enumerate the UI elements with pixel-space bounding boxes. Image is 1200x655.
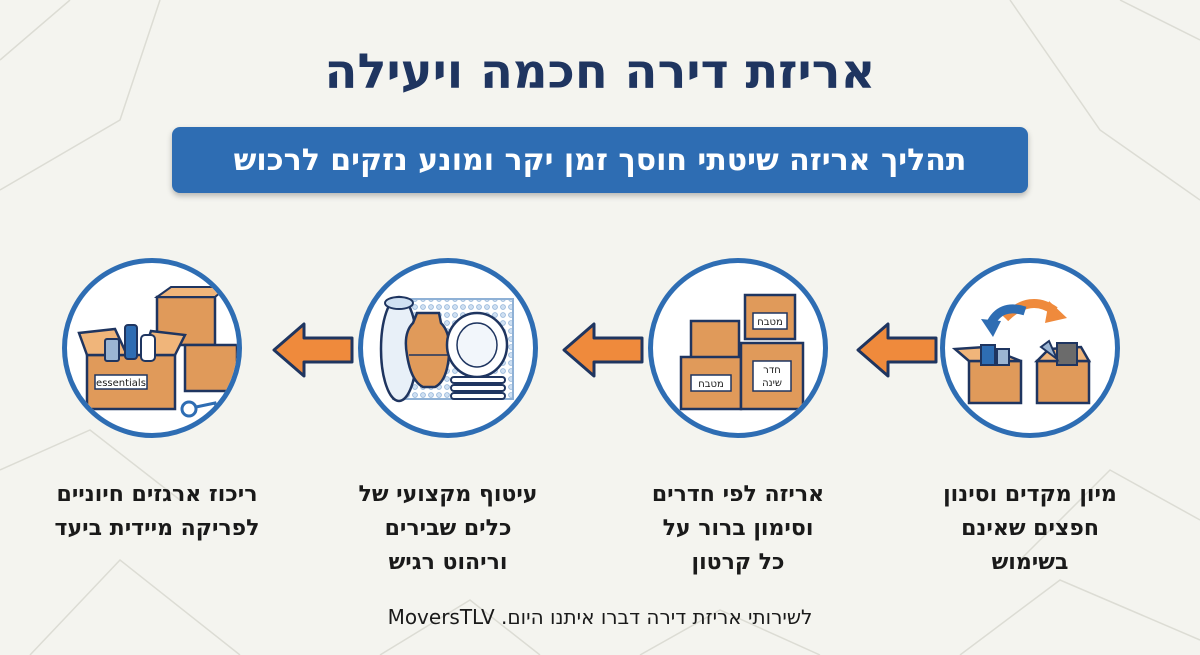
step-1-line-2: חפצים שאינם bbox=[961, 516, 1099, 541]
box-label-kitchen-top: מטבח bbox=[757, 317, 783, 328]
labeled-boxes-icon: מטבח מטבח חדר שינה bbox=[679, 293, 805, 411]
essentials-box-icon: essentials bbox=[77, 286, 237, 418]
step-3-circle bbox=[358, 258, 538, 438]
arrow-step-2-to-3 bbox=[562, 322, 644, 378]
arrow-step-3-to-4 bbox=[272, 322, 354, 378]
step-4-line-2: לפריקה מיידית ביעד bbox=[54, 516, 260, 541]
step-3-line-2: כלים שבירים bbox=[384, 516, 512, 541]
subtitle-banner: תהליך אריזה שיטתי חוסך זמן יקר ומונע נזק… bbox=[172, 127, 1028, 193]
page-title: אריזת דירה חכמה ויעילה bbox=[324, 44, 876, 100]
step-1-line-1: מיון מקדים וסינון bbox=[943, 482, 1117, 507]
step-2-label: אריזה לפי חדרים וסימון ברור על כל קרטון bbox=[623, 478, 853, 580]
step-4-label: ריכוז ארגזים חיוניים לפריקה מיידית ביעד bbox=[32, 478, 282, 546]
step-2-line-1: אריזה לפי חדרים bbox=[651, 482, 825, 507]
box-label-kitchen-bottom: מטבח bbox=[698, 379, 724, 390]
box-label-bedroom-2: שינה bbox=[762, 378, 782, 389]
box-label-bedroom-1: חדר bbox=[763, 365, 781, 376]
step-2-line-2: וסימון ברור על bbox=[662, 516, 814, 541]
step-1-line-3: בשימוש bbox=[991, 550, 1069, 575]
subtitle-text: תהליך אריזה שיטתי חוסך זמן יקר ומונע נזק… bbox=[233, 142, 967, 178]
bubble-wrap-dishes-icon bbox=[379, 295, 514, 403]
step-2-line-3: כל קרטון bbox=[691, 550, 785, 575]
step-4-circle: essentials bbox=[62, 258, 242, 438]
step-1-circle bbox=[940, 258, 1120, 438]
sorting-boxes-icon bbox=[951, 299, 1092, 405]
step-2-circle: מטבח מטבח חדר שינה bbox=[648, 258, 828, 438]
arrow-step-1-to-2 bbox=[856, 322, 938, 378]
footer-cta: לשירותי אריזת דירה דברו איתנו היום. Move… bbox=[387, 605, 813, 629]
step-3-line-3: וריהוט רגיש bbox=[388, 550, 508, 575]
essentials-label: essentials bbox=[96, 378, 146, 389]
step-3-line-1: עיטוף מקצועי של bbox=[358, 482, 538, 507]
step-1-label: מיון מקדים וסינון חפצים שאינם בשימוש bbox=[915, 478, 1145, 580]
step-4-line-1: ריכוז ארגזים חיוניים bbox=[56, 482, 258, 507]
step-3-label: עיטוף מקצועי של כלים שבירים וריהוט רגיש bbox=[333, 478, 563, 580]
